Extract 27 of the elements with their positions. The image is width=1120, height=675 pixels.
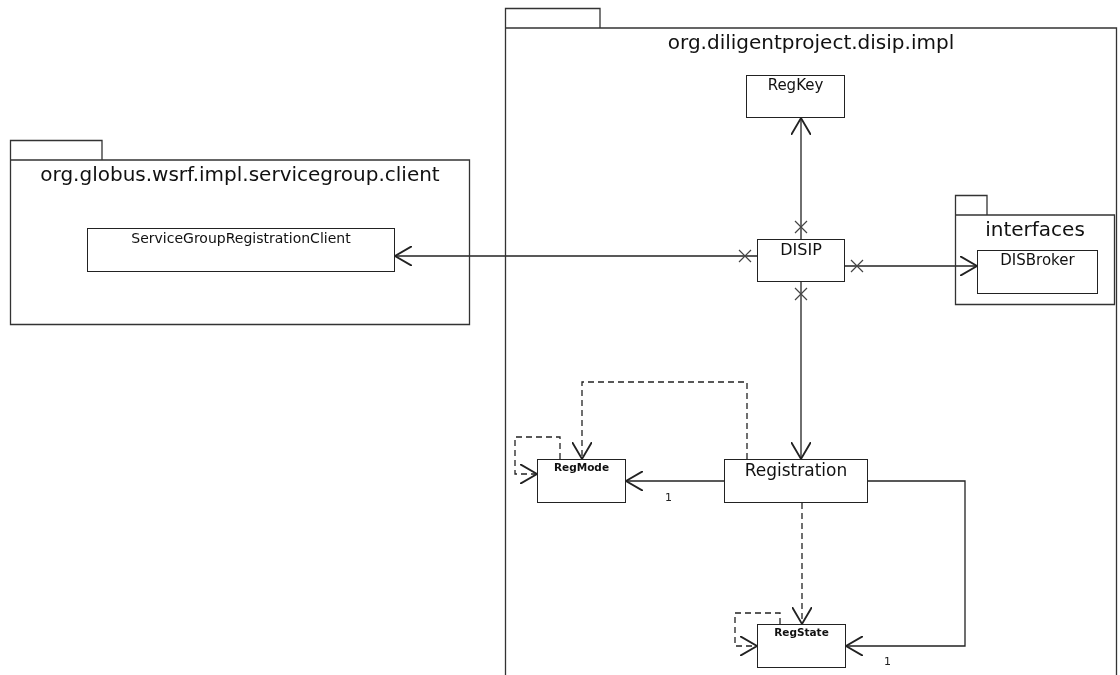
dependency-arrow: [514, 436, 561, 485]
class-box: [87, 228, 395, 272]
association-arrow: [394, 245, 758, 267]
association-arrow: [790, 117, 812, 240]
class-name: RegMode: [553, 460, 610, 473]
package-name: interfaces: [984, 219, 1086, 239]
class-box: [746, 75, 845, 118]
dependency-arrow: [734, 612, 781, 657]
dependency-arrow: [791, 502, 813, 625]
class-box: [977, 250, 1098, 294]
dependency-arrow: [571, 381, 748, 460]
association-arrow: [844, 255, 978, 277]
package-name: org.globus.wsrf.impl.servicegroup.client: [39, 164, 441, 184]
class-name: ServiceGroupRegistrationClient: [130, 229, 352, 245]
association-arrow: [790, 281, 812, 460]
class-name: DISIP: [779, 240, 823, 258]
class-name: Registration: [743, 460, 849, 479]
class-name: RegKey: [766, 76, 825, 93]
class-box: [537, 459, 626, 503]
class-box: [757, 239, 845, 282]
association-arrow: [845, 480, 966, 657]
class-box: [757, 624, 846, 668]
class-name: DISBroker: [999, 251, 1076, 268]
class-box: [724, 459, 868, 503]
association-arrow: [625, 470, 725, 492]
class-name: RegState: [773, 625, 830, 638]
package-name: org.diligentproject.disip.impl: [666, 32, 956, 52]
